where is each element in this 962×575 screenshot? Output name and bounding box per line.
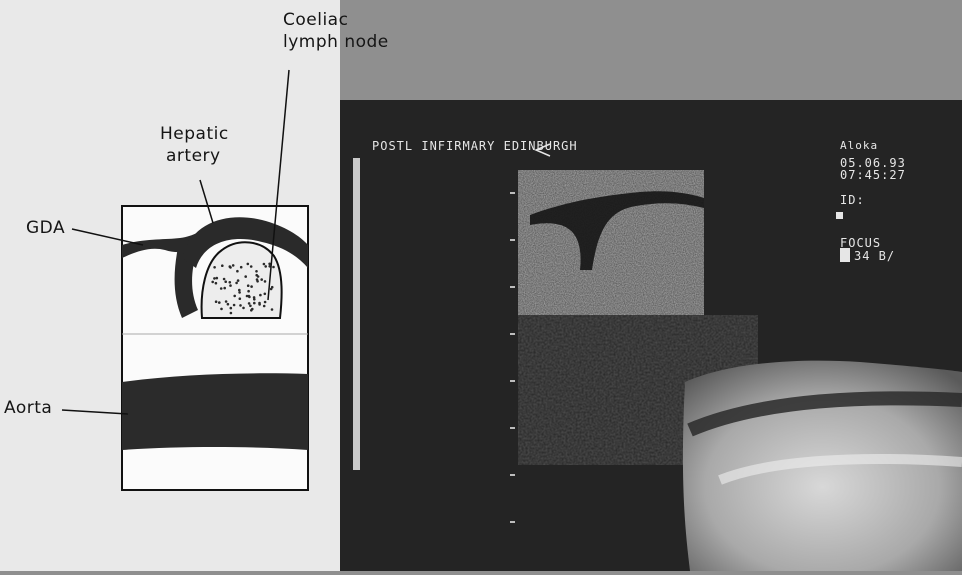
stipple-dot	[220, 287, 223, 290]
diagram-panel: Coeliac lymph node Hepatic artery GDA Ao…	[0, 0, 340, 571]
stipple-dot	[271, 286, 274, 289]
stipple-dot	[236, 270, 239, 273]
coeliac-label-line2: lymph node	[283, 32, 389, 52]
depth-tick	[510, 333, 515, 335]
stipple-dot	[263, 305, 266, 308]
id-marker	[836, 212, 843, 219]
stipple-dot	[223, 287, 226, 290]
stipple-dot	[264, 293, 267, 296]
stipple-dot	[213, 266, 216, 269]
stipple-dot	[240, 266, 243, 269]
stipple-dot	[230, 312, 233, 315]
gda-label: GDA	[26, 218, 65, 238]
ultrasound-photo: POSTL INFIRMARY EDINBURGH Aloka 05.06.93…	[340, 100, 962, 571]
stipple-dot	[215, 282, 218, 285]
stipple-dot	[232, 264, 235, 267]
stipple-dot	[246, 295, 249, 298]
stipple-dot	[215, 300, 218, 303]
stipple-dot	[211, 281, 214, 284]
aorta-label: Aorta	[4, 398, 52, 418]
stipple-dot	[233, 295, 236, 298]
stipple-dot	[250, 309, 253, 312]
stipple-dot	[221, 264, 224, 267]
stipple-dot	[255, 274, 258, 277]
stipple-dot	[253, 296, 256, 299]
hospital-header: POSTL INFIRMARY EDINBURGH	[372, 140, 578, 152]
aorta-leader-line	[62, 410, 128, 414]
stipple-dot	[224, 280, 227, 283]
stipple-dot	[248, 296, 251, 299]
stipple-dot	[237, 279, 240, 282]
stipple-dot	[220, 308, 223, 311]
stipple-dot	[258, 303, 261, 306]
anatomy-diagram	[0, 0, 340, 571]
grey-scale-bar	[353, 158, 360, 470]
stipple-dot	[227, 303, 230, 306]
stipple-dot	[216, 277, 219, 280]
stipple-dot	[238, 291, 241, 294]
stipple-dot	[249, 305, 252, 308]
machine-brand: Aloka	[840, 140, 878, 152]
scan-speckle	[518, 170, 704, 315]
depth-tick	[510, 427, 515, 429]
stipple-dot	[247, 290, 250, 293]
stipple-dot	[239, 297, 242, 300]
stipple-dot	[247, 263, 250, 266]
stipple-dot	[255, 270, 258, 273]
depth-tick	[510, 192, 515, 194]
stipple-dot	[250, 265, 253, 268]
depth-tick	[510, 286, 515, 288]
stipple-dot	[264, 301, 267, 304]
hepatic-label-line1: Hepatic	[160, 124, 229, 144]
stipple-dot	[230, 307, 233, 310]
aorta-vessel	[122, 373, 308, 450]
stipple-dot	[256, 278, 259, 281]
depth-tick	[510, 239, 515, 241]
stipple-dot	[263, 263, 266, 266]
stipple-dot	[260, 278, 263, 281]
stipple-dot	[238, 289, 241, 292]
depth-tick	[510, 380, 515, 382]
stipple-dot	[239, 304, 242, 307]
coeliac-label-line1: Coeliac	[283, 10, 348, 30]
hepatic-label-line2: artery	[166, 146, 221, 166]
stipple-dot	[229, 284, 232, 287]
focus-value: 34 B/	[854, 250, 895, 262]
stipple-dot	[229, 281, 232, 284]
stipple-dot	[248, 302, 251, 305]
stipple-dot	[272, 266, 275, 269]
stipple-dot	[229, 265, 232, 268]
stipple-dot	[242, 307, 245, 310]
stipple-dot	[213, 277, 216, 280]
focus-marker	[840, 248, 850, 262]
stipple-dot	[250, 285, 253, 288]
depth-tick	[510, 474, 515, 476]
stipple-dot	[235, 282, 238, 285]
stipple-dot	[223, 278, 226, 281]
depth-tick	[510, 521, 515, 523]
stipple-dot	[244, 275, 247, 278]
stipple-dot	[259, 294, 262, 297]
id-label: ID:	[840, 194, 865, 206]
stipple-dot	[233, 304, 236, 307]
exam-time: 07:45:27	[840, 169, 906, 181]
stipple-dot	[264, 265, 267, 268]
stipple-dot	[225, 300, 228, 303]
stipple-dot	[247, 284, 250, 287]
stipple-dot	[271, 308, 274, 311]
stipple-dot	[218, 301, 221, 304]
focus-label: FOCUS	[840, 237, 881, 249]
stipple-dot	[264, 280, 267, 283]
stipple-dot	[253, 302, 256, 305]
